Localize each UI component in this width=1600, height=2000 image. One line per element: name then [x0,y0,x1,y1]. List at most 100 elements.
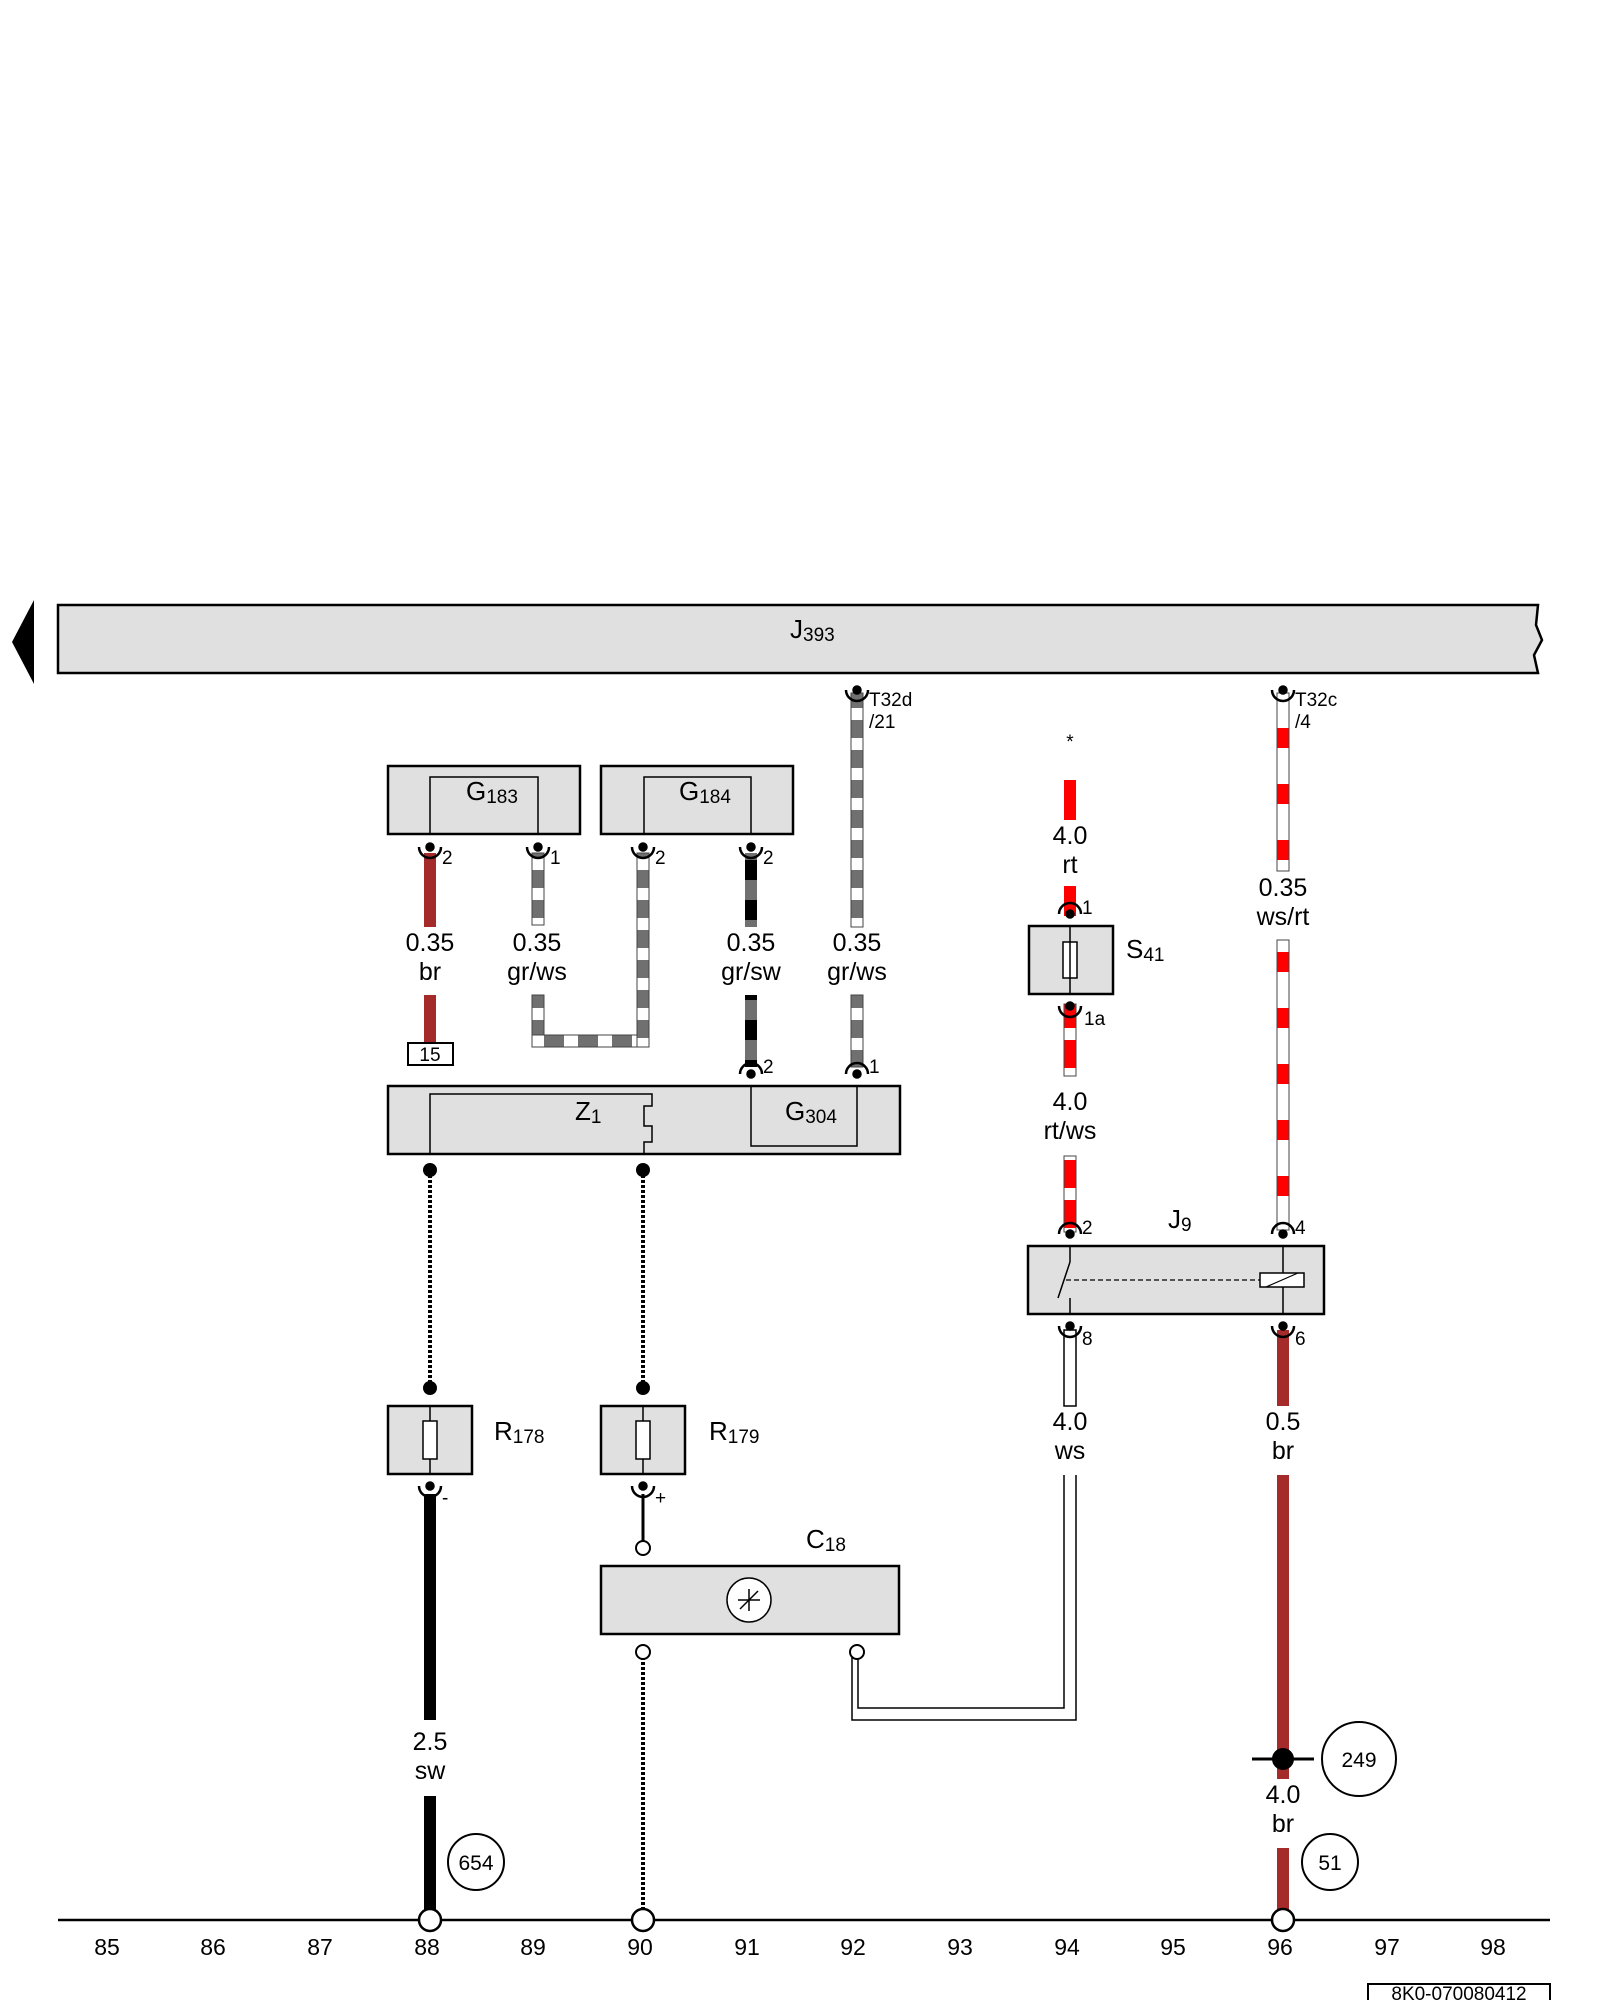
svg-text:br: br [1272,1810,1294,1838]
svg-text:2.5: 2.5 [413,1728,448,1756]
svg-text:87: 87 [307,1934,333,1960]
svg-text:0.35: 0.35 [833,929,882,957]
svg-text:T32d: T32d [869,690,912,711]
relay-contact-icon [1057,1261,1071,1299]
svg-text:1a: 1a [1084,1009,1106,1030]
g304-label: G304 [785,1096,837,1128]
svg-text:8: 8 [1082,1329,1093,1350]
svg-text:249: 249 [1341,1749,1376,1772]
svg-text:T32c: T32c [1295,690,1337,711]
terminal-15: 15 [407,1042,454,1066]
svg-text:1: 1 [869,1057,880,1078]
control-unit-j393: J393 [12,600,1544,684]
svg-text:2: 2 [763,1057,774,1078]
svg-text:97: 97 [1374,1934,1400,1960]
resistor-icon [422,1420,438,1460]
svg-text:98: 98 [1480,1934,1506,1960]
svg-text:-: - [442,1488,448,1509]
svg-text:95: 95 [1160,1934,1186,1960]
svg-text:89: 89 [520,1934,546,1960]
c18-label: C18 [806,1524,846,1556]
svg-text:gr/ws: gr/ws [827,958,887,986]
g184-label: G184 [679,776,731,808]
heater-z1-with-g304: Z1 G304 [386,1084,902,1156]
r178-label: R178 [494,1416,544,1448]
svg-text:94: 94 [1054,1934,1080,1960]
j9-label: J9 [1168,1204,1192,1236]
svg-text:2: 2 [655,848,666,869]
svg-text:654: 654 [458,1852,493,1875]
connector-pins [417,685,1296,1499]
j393-body [56,603,1544,675]
svg-text:92: 92 [840,1934,866,1960]
ground-point-51: 51 [1301,1833,1359,1891]
wire-2.5-sw [424,1494,436,1910]
svg-text:4.0: 4.0 [1053,1408,1088,1436]
svg-text:/4: /4 [1295,712,1311,733]
svg-text:2: 2 [442,848,453,869]
sensor-g184: G184 [599,764,795,836]
svg-text:96: 96 [1267,1934,1293,1960]
svg-text:6: 6 [1295,1329,1306,1350]
wire-4.0-ws [851,1329,1077,1721]
wire-0.35-gr-ws-t32d [850,692,864,1068]
wire-0.35-gr-sw [745,853,757,1067]
ground-point-654: 654 [447,1833,505,1891]
svg-text:2: 2 [763,848,774,869]
svg-text:85: 85 [94,1934,120,1960]
svg-text:4.0: 4.0 [1266,1781,1301,1809]
shielded-wires-z1-r17x [423,1163,865,1910]
capacitor-c18: C18 [599,1524,901,1636]
svg-text:+: + [655,1488,666,1509]
svg-text:gr/ws: gr/ws [507,958,567,986]
z1-label: Z1 [575,1096,601,1128]
svg-text:8K0-070080412: 8K0-070080412 [1391,1984,1526,2000]
resistor-icon [635,1420,651,1460]
resistor-r179: R179 [599,1404,759,1476]
svg-text:93: 93 [947,1934,973,1960]
svg-text:sw: sw [415,1757,447,1785]
svg-text:ws/rt: ws/rt [1256,903,1310,931]
svg-text:0.5: 0.5 [1266,1408,1301,1436]
svg-text:0.35: 0.35 [406,929,455,957]
svg-text:rt: rt [1062,851,1077,879]
svg-text:rt/ws: rt/ws [1044,1117,1097,1145]
svg-text:51: 51 [1318,1852,1341,1875]
svg-text:ws: ws [1054,1437,1086,1465]
grid-numbers: 85 86 87 88 89 90 91 92 93 94 95 96 97 9… [94,1934,1506,1960]
svg-text:91: 91 [734,1934,760,1960]
wire-0.35-br [424,853,436,1043]
connector-labels: T32d /21 T32c /4 * [869,690,1337,753]
ground-point-249: 249 [1252,1721,1397,1797]
ground-bus [58,1907,1550,1933]
wire-4.0-br [1277,1775,1289,1910]
r179-label: R179 [709,1416,759,1448]
fuse-s41: S41 [1027,924,1164,996]
wire-4.0-rt [1064,780,1076,916]
svg-text:br: br [1272,1437,1294,1465]
svg-text:0.35: 0.35 [513,929,562,957]
wire-0.35-ws-rt [1276,692,1290,1231]
svg-text:gr/sw: gr/sw [721,958,782,986]
svg-text:1: 1 [550,848,561,869]
continue-left-arrow-icon [12,600,34,684]
svg-text:86: 86 [200,1934,226,1960]
svg-text:4.0: 4.0 [1053,1088,1088,1116]
svg-text:88: 88 [414,1934,440,1960]
wire-labels: 0.35 br 0.35 gr/ws 0.35 gr/sw 0.35 gr/ws… [406,822,1310,1838]
wire-4.0-rt-ws [1063,1003,1077,1233]
g183-label: G183 [466,776,518,808]
s41-label: S41 [1126,934,1164,966]
j393-label: J393 [790,614,835,646]
svg-text:90: 90 [627,1934,653,1960]
svg-text:0.35: 0.35 [1259,874,1308,902]
pin-labels: 2 1 2 2 2 1 1 1a 2 4 8 6 - + [442,848,1306,1509]
svg-text:/21: /21 [869,712,895,733]
sensor-g183: G183 [386,764,582,836]
svg-text:4: 4 [1295,1218,1306,1239]
relay-j9: J9 [1026,1204,1326,1316]
svg-text:1: 1 [1082,898,1093,919]
note-asterisk: * [1066,732,1074,753]
wire-0.5-br [1277,1330,1289,1775]
